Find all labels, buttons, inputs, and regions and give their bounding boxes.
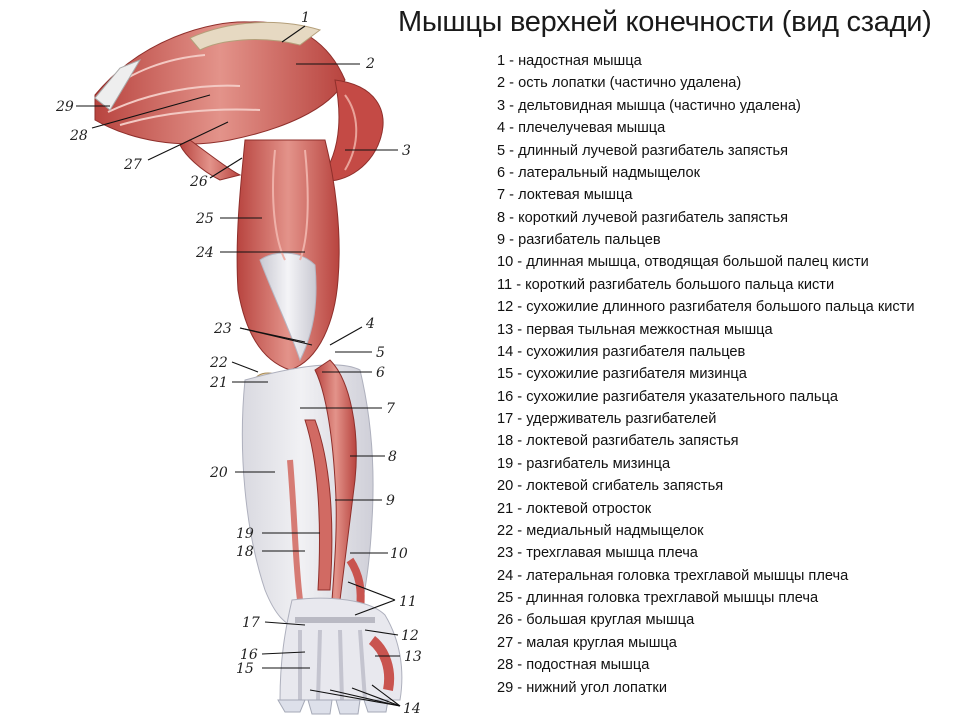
legend-item: 29 - нижний угол лопатки [497,679,667,696]
callout-21: 21 [209,375,228,391]
callout-10: 10 [390,546,408,562]
legend-item: 9 - разгибатель пальцев [497,232,661,248]
callout-22: 22 [209,355,228,371]
legend-item: 8 - короткий лучевой разгибатель запясть… [497,209,789,226]
callout-23: 23 [213,321,232,337]
callout-16: 16 [240,647,258,663]
legend-item: 16 - сухожилие разгибателя указательного… [497,388,838,405]
legend-item: 28 - подостная мышца [497,657,650,674]
legend-item: 15 - сухожилие разгибателя мизинца [497,366,747,383]
legend-item: 19 - разгибатель мизинца [497,455,671,472]
callout-4: 4 [365,316,375,332]
callout-5: 5 [376,345,385,361]
leader-lines [76,25,401,707]
callout-29: 29 [55,99,74,115]
callout-24: 24 [195,245,214,261]
legend-item: 3 - дельтовидная мышца (частично удалена… [497,97,801,114]
legend-list: 1 - надостная мышца 2 - ость лопатки (ча… [497,50,915,699]
callout-18: 18 [236,544,254,560]
legend-item: 18 - локтевой разгибатель запястья [497,433,739,450]
legend-item: 13 - первая тыльная межкостная мышца [497,321,773,338]
upper-arm-triceps [236,139,340,371]
callout-8: 8 [388,449,397,465]
forearm [241,359,374,631]
callout-25: 25 [195,211,214,227]
callout-11: 11 [399,594,417,610]
legend-item: 14 - сухожилия разгибателя пальцев [497,343,746,360]
legend-item: 24 - латеральная головка трехглавой мышц… [497,567,849,584]
callout-19: 19 [236,526,254,542]
legend-item: 21 - локтевой отросток [497,500,652,517]
legend-item: 4 - плечелучевая мышца [497,120,666,137]
callout-20: 20 [209,465,228,481]
arm-muscle-illustration: 1 2 3 4 5 6 7 8 9 10 11 12 13 14 15 16 1… [55,10,422,717]
deltoid-muscle [319,79,384,182]
callout-26: 26 [189,174,208,190]
legend-item: 12 - сухожилие длинного разгибателя боль… [497,299,915,316]
legend-item: 27 - малая круглая мышца [497,634,677,651]
callout-28: 28 [69,128,88,144]
legend-item: 5 - длинный лучевой разгибатель запястья [497,142,789,159]
callout-labels: 1 2 3 4 5 6 7 8 9 10 11 12 13 14 15 16 1… [55,10,422,717]
callout-13: 13 [404,649,422,665]
callout-27: 27 [123,157,142,173]
legend-item: 17 - удерживатель разгибателей [497,411,717,427]
callout-2: 2 [365,56,375,72]
legend-item: 6 - латеральный надмыщелок [497,164,701,181]
legend-item: 10 - длинная мышца, отводящая большой па… [497,254,869,271]
callout-1: 1 [301,10,310,26]
legend-item: 26 - большая круглая мышца [497,612,695,629]
callout-9: 9 [386,493,395,509]
legend-item: 7 - локтевая мышца [497,187,633,204]
legend-item: 20 - локтевой сгибатель запястья [497,478,724,495]
callout-17: 17 [242,615,260,631]
scapula-muscles [94,21,346,181]
legend-item: 23 - трехглавая мышца плеча [497,545,698,562]
legend-item: 25 - длинная головка трехглавой мышцы пл… [497,590,819,606]
callout-15: 15 [236,661,254,677]
callout-7: 7 [386,401,395,417]
legend-item: 11 - короткий разгибатель большого пальц… [497,276,835,293]
legend-item: 1 - надостная мышца [497,53,642,69]
legend-item: 2 - ость лопатки (частично удалена) [497,75,742,92]
callout-12: 12 [401,628,419,644]
callout-6: 6 [376,365,385,381]
callout-3: 3 [402,143,411,159]
page-title: Мышцы верхней конечности (вид сзади) [398,6,932,38]
hand [277,597,403,715]
callout-14: 14 [403,701,421,717]
legend-item: 22 - медиальный надмыщелок [497,522,704,539]
